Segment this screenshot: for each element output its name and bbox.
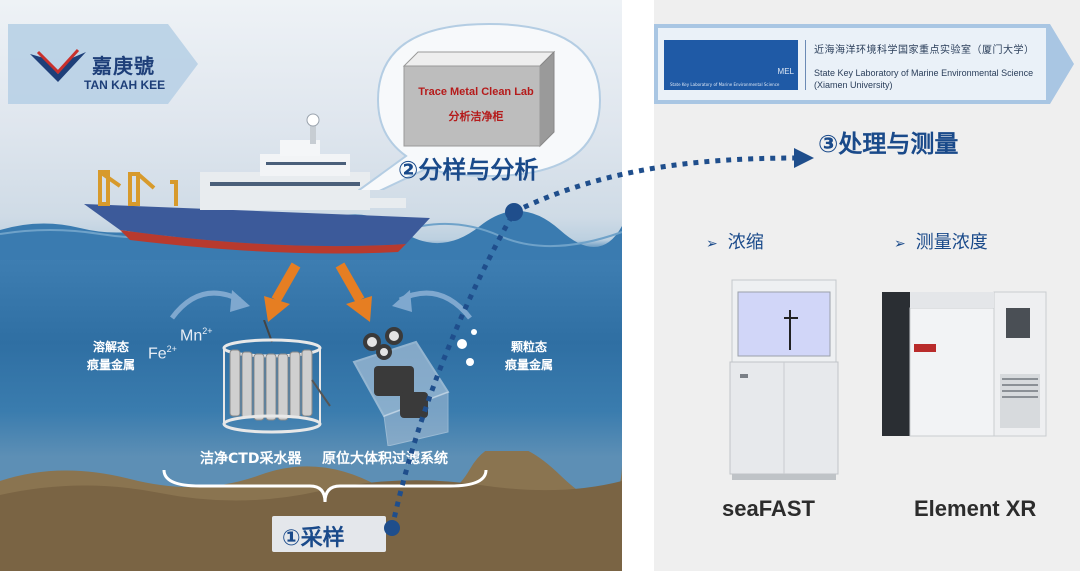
ion-mn: Mn2+ [180,326,213,345]
lab-box-title-cn: 分析洁净柜 [448,110,504,123]
element-xr-instrument [882,291,1047,437]
chevron-right-icon: ➢ [706,236,718,252]
institution-name-cn: 近海海洋环境科学国家重点实验室（厦门大学） [814,45,1035,56]
ctd-sampler-label: 洁净CTD采水器 [200,451,302,467]
dissolved-metals-label: 溶解态 痕量金属 [86,340,135,372]
vessel-name-cn: 嘉庚號 [92,54,155,78]
institution-name-en: State Key Laboratory of Marine Environme… [814,68,1034,78]
lab-callout-bubble [358,20,620,190]
step3-label: ③处理与测量 [818,130,959,158]
mel-logo-text: MEL [777,67,794,76]
grouping-brace [162,469,488,503]
mel-logo: MEL State Key Laboratory of Marine Envir… [664,40,798,90]
research-ship [84,113,430,254]
bullet-concentrate: ➢浓缩 [706,232,764,253]
mel-divider [805,40,806,90]
ion-fe: Fe2+ [148,344,177,363]
circulation-arrows [169,262,472,322]
lab-box-title-en: Trace Metal Clean Lab [418,86,534,98]
vessel-name-en: TAN KAH KEE [84,78,166,92]
vessel-badge: 嘉庚號 TAN KAH KEE [8,24,198,104]
institution-name-en-sub: (Xiamen University) [814,80,893,90]
sampling-panel: 嘉庚號 TAN KAH KEE Trace Metal Clean Lab 分析… [0,0,622,571]
mel-logo-subtext: State Key Laboratory of Marine Environme… [670,82,780,87]
in-situ-filtration-system [352,327,450,446]
ctd-rosette-sampler [222,320,331,434]
vessel-logo-icon [30,48,86,82]
bullet-measure: ➢测量浓度 [894,232,988,253]
element-xr-label: Element XR [914,496,1037,521]
step2-label: ②分样与分析 [398,156,539,184]
seafast-instrument [729,279,839,480]
seafast-label: seaFAST [722,496,815,521]
filtration-system-label: 原位大体积过滤系统 [322,451,448,467]
step1-label: ①采样 [282,526,345,551]
chevron-right-icon: ➢ [894,236,906,252]
step1-badge: ①采样 [272,516,386,552]
particulate-metals-label: 颗粒态 痕量金属 [504,340,553,372]
